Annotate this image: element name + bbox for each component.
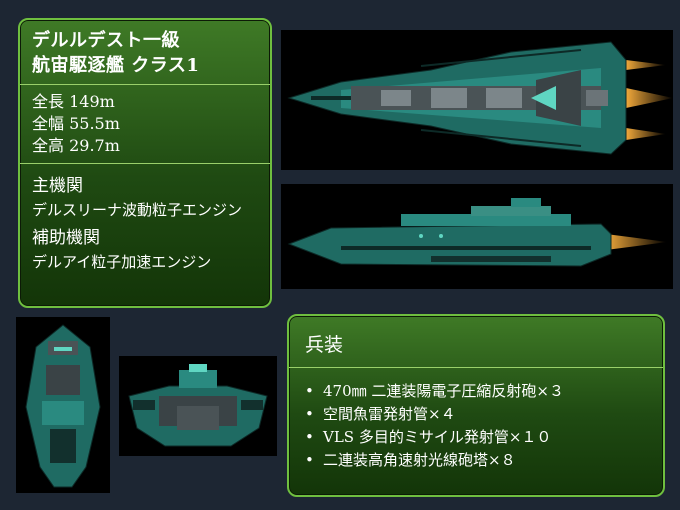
armament-list: • 470㎜ 二連装陽電子圧縮反射砲×３ • 空間魚雷発射管×４ • VLS 多目的ミ… [289, 368, 663, 484]
ship-front-view-image [16, 317, 110, 493]
list-item: • 470㎜ 二連装陽電子圧縮反射砲×３ [305, 380, 647, 403]
list-item: • 二連装高角速射光線砲塔×８ [305, 449, 647, 472]
engine-section: 主機関 デルスリーナ波動粒子エンジン 補助機関 デルアイ粒子加速エンジン [20, 164, 270, 282]
main-engine-label: 主機関 [32, 176, 83, 196]
aux-engine-value: デルアイ粒子加速エンジン [32, 253, 212, 271]
list-item: • 空間魚雷発射管×４ [305, 403, 647, 426]
bullet-icon: • [305, 428, 314, 446]
armament-header: 兵装 [289, 316, 663, 368]
ship-rear-view-image [119, 356, 277, 456]
armament-item: VLS 多目的ミサイル発射管×１０ [323, 428, 552, 446]
armament-item: 470㎜ 二連装陽電子圧縮反射砲×３ [323, 382, 564, 400]
height-spec: 全高 29.7m [32, 136, 120, 155]
title-section: デルルデスト一級 航宙駆逐艦 クラス1 [20, 20, 270, 85]
length-spec: 全長 149m [32, 92, 115, 111]
ship-side-view-image [281, 184, 673, 289]
ship-class-subtitle: 航宙駆逐艦 クラス1 [32, 55, 200, 76]
width-spec: 全幅 55.5m [32, 114, 120, 133]
main-engine-value: デルスリーナ波動粒子エンジン [32, 201, 243, 219]
dimensions-section: 全長 149m 全幅 55.5m 全高 29.7m [20, 85, 270, 164]
armament-item: 空間魚雷発射管×４ [323, 405, 456, 423]
armament-item: 二連装高角速射光線砲塔×８ [323, 451, 516, 469]
spec-panel: デルルデスト一級 航宙駆逐艦 クラス1 全長 149m 全幅 55.5m 全高 … [18, 18, 272, 308]
aux-engine-label: 補助機関 [32, 228, 100, 248]
list-item: • VLS 多目的ミサイル発射管×１０ [305, 426, 647, 449]
ship-top-view-image [281, 30, 673, 170]
bullet-icon: • [305, 382, 314, 400]
armament-panel: 兵装 • 470㎜ 二連装陽電子圧縮反射砲×３ • 空間魚雷発射管×４ • VLS 多… [287, 314, 665, 497]
bullet-icon: • [305, 451, 314, 469]
bullet-icon: • [305, 405, 314, 423]
ship-class-title: デルルデスト一級 [32, 30, 180, 51]
